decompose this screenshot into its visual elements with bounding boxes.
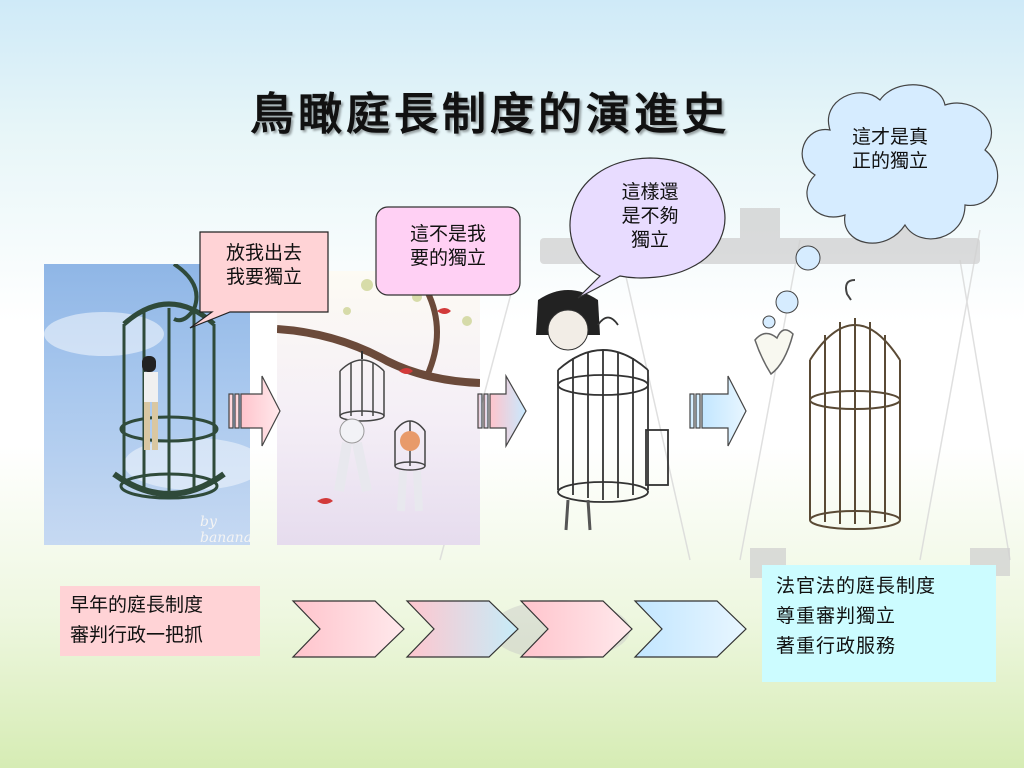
speech-bubble-1: 放我出去 我要獨立	[225, 242, 302, 288]
judges-act-system-box: 法官法的庭長制度 尊重審判獨立 著重行政服務	[762, 565, 996, 682]
birdcage-icon	[277, 275, 480, 512]
speech-bubble-3: 這樣還 是不夠 獨立	[621, 181, 679, 251]
empty-cage-icon	[754, 279, 901, 530]
girl-cage-icon	[536, 290, 669, 531]
early-system-box: 早年的庭長制度 審判行政一把抓	[60, 586, 260, 656]
tree-birdcage-illustration	[277, 271, 480, 545]
girl-in-cage-illustration	[528, 280, 678, 542]
page-title: 鳥瞰庭長制度的演進史	[250, 89, 730, 140]
photo-credit: by banana	[200, 514, 250, 545]
hanging-cage-icon	[44, 264, 250, 500]
thought-bubble: 這才是真 正的獨立	[851, 126, 928, 172]
cage-sky-illustration: by banana	[44, 264, 250, 545]
speech-bubble-2: 這不是我 要的獨立	[409, 223, 486, 269]
empty-cage-illustration	[745, 270, 925, 540]
